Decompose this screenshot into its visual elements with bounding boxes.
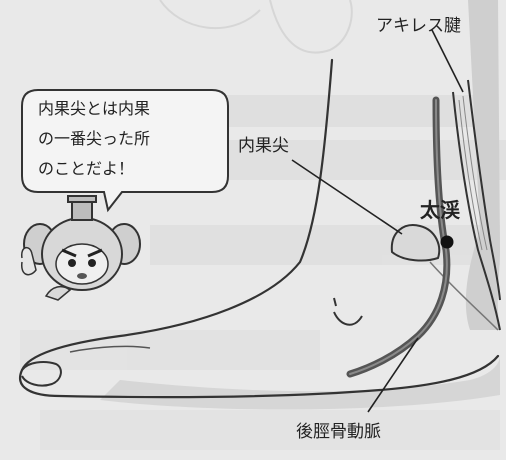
posterior-tibial-artery-label: 後脛骨動脈 bbox=[296, 422, 381, 442]
navicular-bump bbox=[333, 311, 363, 326]
toe-line bbox=[69, 345, 151, 353]
bubble-line-3: のことだよ！ bbox=[38, 159, 135, 178]
mascot-character bbox=[21, 195, 141, 301]
achilles-tendon bbox=[452, 79, 501, 331]
speech-bubble bbox=[21, 89, 229, 213]
leader-artery bbox=[367, 337, 419, 413]
achilles-tendon-label: アキレス腱 bbox=[376, 16, 461, 36]
navicular-mark bbox=[333, 297, 337, 307]
heel-contour bbox=[429, 261, 499, 331]
bubble-line-1: 内果尖とは内果 bbox=[38, 99, 151, 118]
medial-malleolus-bump bbox=[390, 224, 441, 262]
big-toe bbox=[21, 361, 62, 387]
taikei-point-marker bbox=[440, 235, 454, 249]
leader-achilles bbox=[431, 29, 464, 93]
leader-medial-malleolus bbox=[291, 159, 403, 235]
artery-highlight bbox=[349, 99, 448, 375]
medial-malleolus-label: 内果尖 bbox=[238, 136, 289, 156]
bubble-line-2: の一番尖った所 bbox=[38, 129, 151, 148]
taikei-point-label: 太渓 bbox=[420, 198, 460, 222]
